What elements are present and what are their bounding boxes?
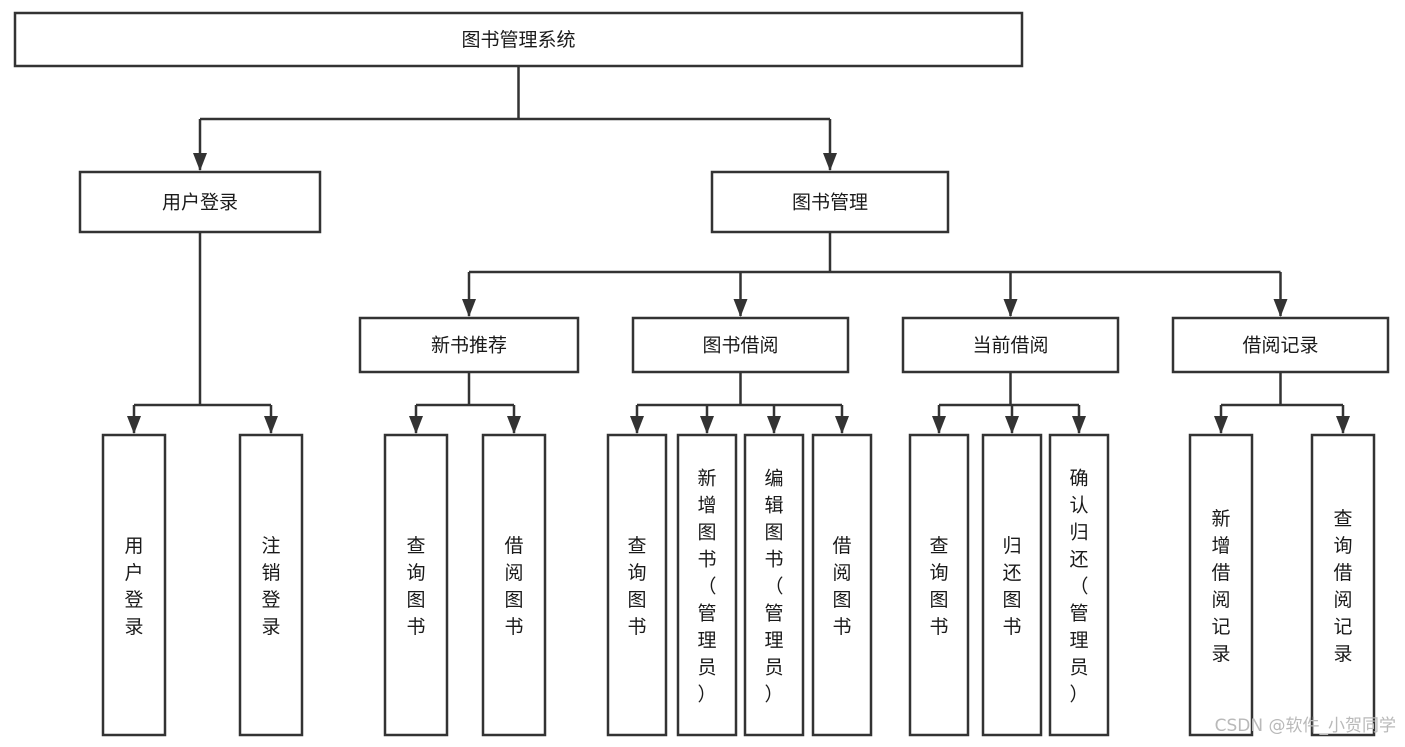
node-leaf-rec-search[interactable]: 查询借阅记录 bbox=[1310, 433, 1376, 737]
arrow-head-icon bbox=[700, 416, 714, 434]
node-label: 图书管理系统 bbox=[461, 29, 575, 51]
arrow-head-icon bbox=[823, 153, 837, 171]
node-label: 图书借阅 bbox=[702, 335, 778, 357]
node-box[interactable] bbox=[1171, 316, 1390, 374]
node-box[interactable] bbox=[78, 170, 322, 234]
node-label: 编辑图书（管理员） bbox=[764, 468, 783, 706]
node-label: 查询图书 bbox=[627, 535, 646, 638]
node-leaf-rec-query[interactable]: 查询图书 bbox=[383, 433, 449, 737]
node-box[interactable] bbox=[1048, 433, 1110, 737]
node-box[interactable] bbox=[743, 433, 805, 737]
node-current-borrow[interactable]: 当前借阅 bbox=[901, 316, 1120, 374]
node-box[interactable] bbox=[908, 433, 970, 737]
node-box[interactable] bbox=[631, 316, 850, 374]
arrow-head-icon bbox=[1072, 416, 1086, 434]
arrow-head-icon bbox=[1005, 416, 1019, 434]
node-box[interactable] bbox=[1310, 433, 1376, 737]
node-label: 查询图书 bbox=[406, 535, 425, 638]
node-box[interactable] bbox=[238, 433, 304, 737]
node-label: 图书管理 bbox=[792, 192, 868, 214]
node-leaf-rec-add[interactable]: 新增借阅记录 bbox=[1188, 433, 1254, 737]
node-label: 借阅记录 bbox=[1242, 335, 1318, 357]
arrow-head-icon bbox=[630, 416, 644, 434]
node-layer: 图书管理系统用户登录图书管理新书推荐图书借阅当前借阅借阅记录用户登录注销登录查询… bbox=[13, 11, 1390, 737]
arrow-head-icon bbox=[264, 416, 278, 434]
node-label: 查询图书 bbox=[929, 535, 948, 638]
node-label: 新增借阅记录 bbox=[1211, 508, 1230, 665]
node-label: 查询借阅记录 bbox=[1333, 508, 1352, 665]
node-box[interactable] bbox=[358, 316, 580, 374]
arrow-head-icon bbox=[835, 416, 849, 434]
arrow-head-icon bbox=[409, 416, 423, 434]
arrow-head-icon bbox=[733, 299, 748, 317]
arrow-head-icon bbox=[193, 153, 207, 171]
node-new-book-rec[interactable]: 新书推荐 bbox=[358, 316, 580, 374]
arrow-head-icon bbox=[1003, 299, 1018, 317]
node-box[interactable] bbox=[1188, 433, 1254, 737]
node-leaf-cur-query[interactable]: 查询图书 bbox=[908, 433, 970, 737]
node-label: 当前借阅 bbox=[972, 335, 1048, 357]
node-label: 新书推荐 bbox=[431, 335, 507, 357]
node-label: 确认归还（管理员） bbox=[1069, 468, 1088, 706]
node-leaf-borrow-query[interactable]: 查询图书 bbox=[606, 433, 668, 737]
node-leaf-borrow-do[interactable]: 借阅图书 bbox=[811, 433, 873, 737]
arrow-head-icon bbox=[932, 416, 946, 434]
node-book-manage[interactable]: 图书管理 bbox=[710, 170, 950, 234]
node-leaf-user-login[interactable]: 用户登录 bbox=[101, 433, 167, 737]
node-root[interactable]: 图书管理系统 bbox=[13, 11, 1024, 68]
node-box[interactable] bbox=[981, 433, 1043, 737]
node-box[interactable] bbox=[481, 433, 547, 737]
node-box[interactable] bbox=[383, 433, 449, 737]
node-box[interactable] bbox=[676, 433, 738, 737]
node-leaf-cur-confirm[interactable]: 确认归还（管理员） bbox=[1048, 433, 1110, 737]
node-box[interactable] bbox=[101, 433, 167, 737]
node-book-borrow[interactable]: 图书借阅 bbox=[631, 316, 850, 374]
node-leaf-borrow-add[interactable]: 新增图书（管理员） bbox=[676, 433, 738, 737]
arrow-head-icon bbox=[462, 299, 476, 317]
node-box[interactable] bbox=[13, 11, 1024, 68]
node-borrow-record[interactable]: 借阅记录 bbox=[1171, 316, 1390, 374]
arrow-head-icon bbox=[507, 416, 521, 434]
arrow-head-icon bbox=[767, 416, 781, 434]
arrow-head-icon bbox=[127, 416, 141, 434]
node-box[interactable] bbox=[710, 170, 950, 234]
node-label: 用户登录 bbox=[124, 535, 143, 638]
node-box[interactable] bbox=[901, 316, 1120, 374]
node-label: 新增图书（管理员） bbox=[697, 468, 716, 706]
node-leaf-cur-return[interactable]: 归还图书 bbox=[981, 433, 1043, 737]
arrow-head-icon bbox=[1273, 299, 1288, 317]
connector-layer bbox=[127, 66, 1350, 434]
node-box[interactable] bbox=[606, 433, 668, 737]
csdn-watermark: CSDN @软件_小贺同学 bbox=[1215, 716, 1396, 736]
arrow-head-icon bbox=[1214, 416, 1228, 434]
node-box[interactable] bbox=[811, 433, 873, 737]
node-label: 归还图书 bbox=[1002, 535, 1021, 638]
node-leaf-user-logout[interactable]: 注销登录 bbox=[238, 433, 304, 737]
node-label: 借阅图书 bbox=[832, 535, 851, 638]
node-leaf-rec-borrow[interactable]: 借阅图书 bbox=[481, 433, 547, 737]
node-user-login[interactable]: 用户登录 bbox=[78, 170, 322, 234]
node-label: 注销登录 bbox=[261, 535, 280, 638]
node-label: 用户登录 bbox=[162, 192, 238, 214]
node-leaf-borrow-edit[interactable]: 编辑图书（管理员） bbox=[743, 433, 805, 737]
node-label: 借阅图书 bbox=[504, 535, 523, 638]
arrow-head-icon bbox=[1336, 416, 1350, 434]
